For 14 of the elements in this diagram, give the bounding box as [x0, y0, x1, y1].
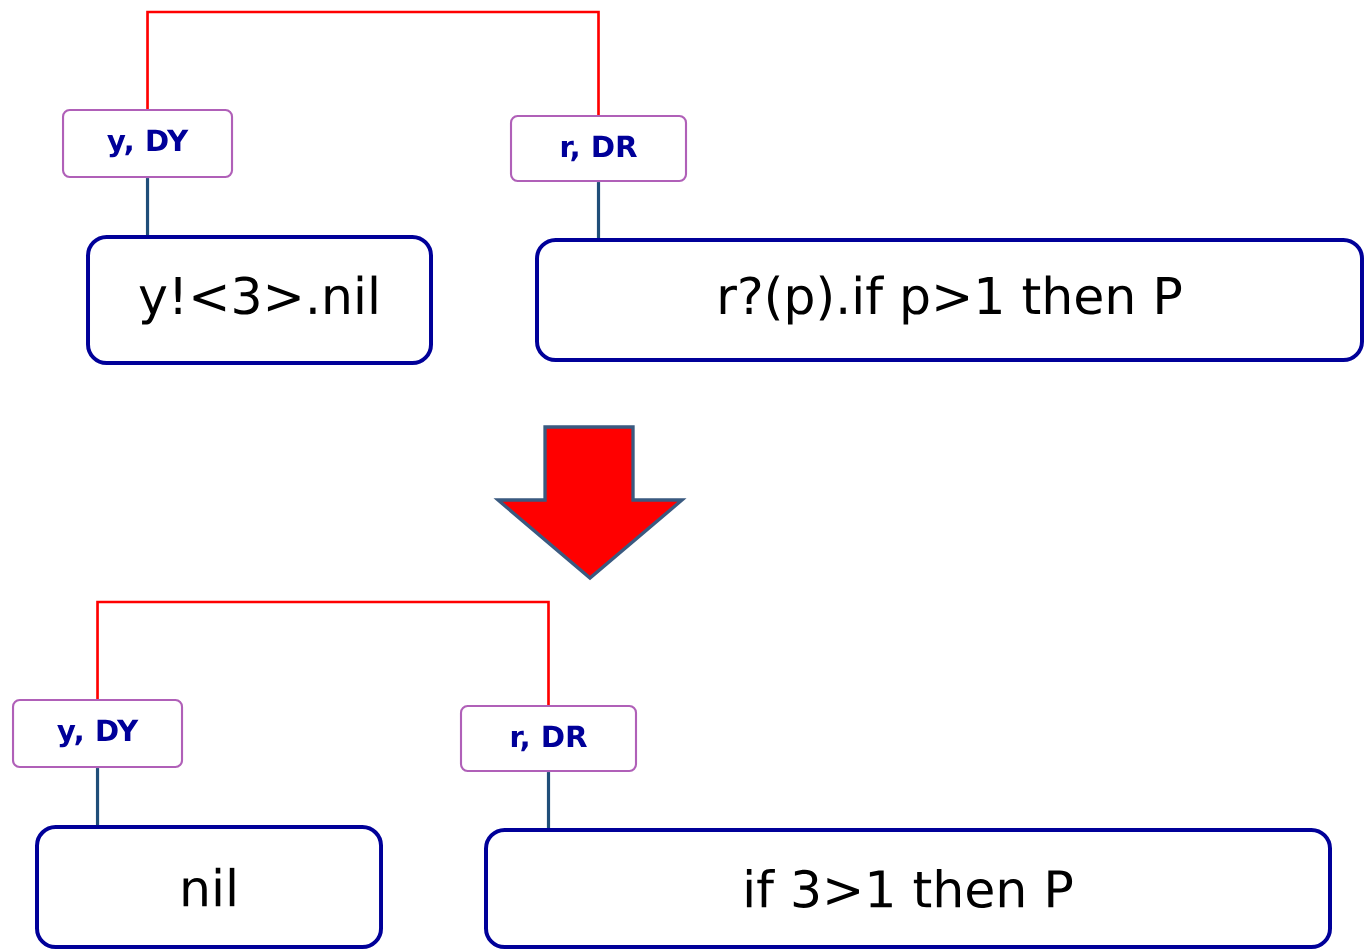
connector-line [546, 772, 551, 828]
process-box: r?(p).if p>1 then P [535, 238, 1364, 362]
tag-box: r, DR [459, 704, 638, 773]
tag-box: y, DY [61, 108, 234, 179]
connector-line [596, 182, 601, 238]
connector-line [145, 178, 150, 235]
tag-box: y, DY [11, 698, 184, 769]
process-box: if 3>1 then P [484, 828, 1332, 949]
connector-line [146, 10, 600, 115]
connector-line [95, 768, 100, 826]
connector-line [96, 600, 550, 705]
tag-box: r, DR [509, 114, 688, 183]
process-box: y!<3>.nil [86, 235, 433, 365]
process-box: nil [35, 825, 384, 950]
